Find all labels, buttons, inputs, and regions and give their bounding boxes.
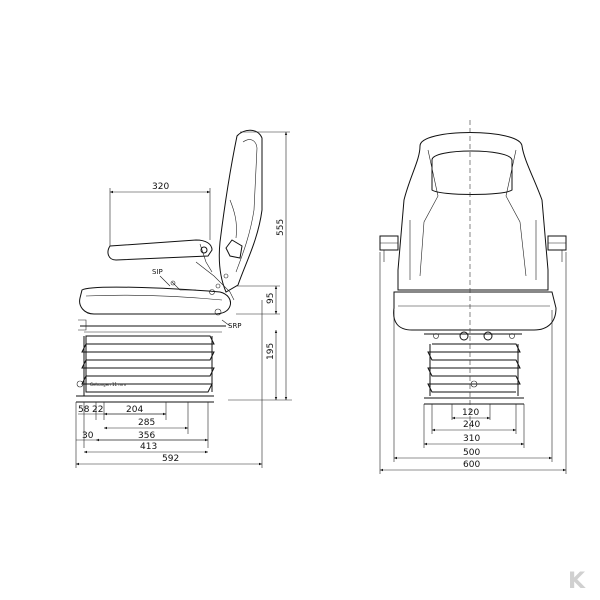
svg-text:204: 204	[126, 405, 143, 415]
svg-text:413: 413	[140, 442, 157, 452]
front-knob-left	[459, 331, 469, 341]
travel-label: Gehungen 11 mm	[90, 382, 126, 387]
side-seat-cushion	[79, 286, 231, 315]
front-headrest	[431, 150, 513, 195]
svg-text:320: 320	[152, 182, 169, 192]
dim-front-600: 600	[380, 460, 566, 472]
dim-front-500: 500	[394, 448, 552, 460]
svg-text:95: 95	[266, 293, 276, 304]
dim-front-240: 240	[432, 420, 516, 432]
front-seat-cushion	[393, 291, 557, 331]
brand-logo: K	[568, 569, 586, 594]
front-knob-right	[483, 331, 493, 341]
svg-text:555: 555	[276, 219, 286, 236]
svg-text:310: 310	[463, 434, 480, 444]
side-adjust-knob	[225, 239, 243, 259]
svg-text:356: 356	[138, 431, 155, 441]
sip-label: SIP	[152, 268, 163, 276]
front-view: 120 240 310 500 600	[379, 120, 567, 474]
svg-text:22: 22	[92, 405, 103, 415]
side-backrest	[218, 129, 263, 293]
dim-armrest-length: 320	[109, 182, 211, 246]
svg-text:240: 240	[463, 420, 480, 430]
side-backrest-inner	[235, 139, 258, 273]
svg-text:30: 30	[82, 431, 94, 441]
dim-bottom-row5: 592	[76, 454, 262, 466]
svg-text:58: 58	[78, 405, 90, 415]
svg-text:120: 120	[462, 408, 479, 418]
svg-text:600: 600	[463, 460, 480, 470]
svg-text:195: 195	[266, 343, 276, 360]
dim-bottom-row2: 285	[104, 418, 188, 430]
srp-label: SRP	[228, 322, 242, 330]
armrest-pivot	[200, 246, 208, 254]
dim-bottom-row4: 413	[84, 442, 208, 454]
dim-sip-srp: 95	[236, 285, 280, 315]
dim-total-height: 555	[228, 131, 292, 401]
side-view: Gehungen 11 mm SIP SRP 320 555 95	[75, 129, 292, 468]
front-suspension-bellows	[427, 343, 521, 393]
svg-text:285: 285	[138, 418, 155, 428]
dim-bottom-row3: 30 356	[76, 431, 208, 442]
dim-front-120: 120	[452, 408, 490, 420]
svg-text:592: 592	[162, 454, 179, 464]
svg-text:500: 500	[463, 448, 480, 458]
side-suspension-bellows	[81, 335, 215, 393]
dim-base-height: 195	[266, 330, 278, 400]
dim-bottom-row1: 58 22 204	[78, 405, 166, 416]
front-backrest	[397, 132, 549, 291]
dim-front-310: 310	[424, 434, 524, 446]
side-armrest	[107, 239, 213, 261]
